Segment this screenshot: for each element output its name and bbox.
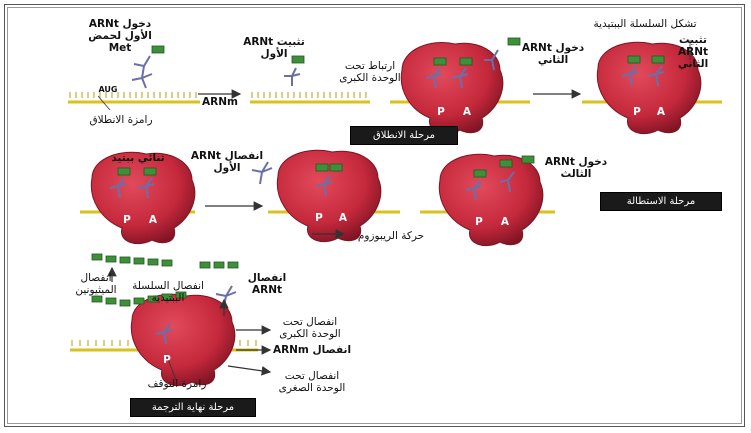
label-small-subunit-release: انفصال تحت الوحدة الصغرى — [278, 370, 346, 394]
label-arnm: ARNm — [202, 96, 238, 108]
site-a-6: A — [338, 212, 348, 224]
site-p-6: P — [315, 212, 323, 224]
site-a-3: A — [462, 106, 472, 118]
label-ribosome-movement: حركة الريبوزوم — [357, 230, 425, 242]
label-methionine-release: انفصال الميثيونين — [75, 272, 117, 296]
site-a-7: A — [500, 216, 510, 228]
label-trna-release: انفصال ARNt — [247, 272, 287, 296]
label-first-trna-fixing: تثبيت ARNt الأول — [243, 36, 305, 60]
site-p-4: P — [633, 106, 641, 118]
label-second-trna-entry: دخول ARNt الثاني — [521, 42, 585, 66]
label-start-codon: رامزة الانطلاق — [89, 114, 153, 126]
label-arnm-release: انفصال ARNm — [272, 344, 352, 356]
pointer-lines — [97, 40, 691, 381]
site-p-3: P — [437, 106, 445, 118]
site-p-7: P — [475, 216, 483, 228]
label-peptide-release: انفصال السلسلة الببتيدية — [132, 280, 204, 304]
label-third-trna-entry: دخول ARNt الثالث — [544, 156, 608, 180]
label-peptide-chain-formation: تشكل السلسلة الببتيدية — [593, 18, 697, 30]
ribosome-icon — [90, 41, 702, 386]
phase-elongation-badge: مرحلة الاستطالة — [600, 192, 722, 211]
site-a-4: A — [656, 106, 666, 118]
phase-termination-badge: مرحلة نهاية الترجمة — [130, 398, 256, 417]
outer-frame — [4, 4, 745, 427]
label-dipeptide: ثنائي ببتيد — [111, 152, 165, 164]
label-stop-codon: رامزة التوقف — [147, 378, 207, 390]
site-p-8: P — [163, 354, 171, 366]
site-a-5: A — [148, 214, 158, 226]
amino-acid-icons — [91, 37, 665, 307]
phase-initiation-badge: مرحلة الانطلاق — [350, 126, 458, 145]
inner-frame — [7, 7, 742, 424]
label-first-trna-entry: دخول ARNt الأول لحمض Met — [88, 18, 152, 54]
label-large-subunit-binding: ارتباط تحت الوحدة الكبرى — [339, 60, 401, 84]
label-large-subunit-release: انفصال تحت الوحدة الكبرى — [279, 316, 341, 340]
arrow-icon — [107, 89, 582, 376]
label-first-trna-release: انفصال ARNt الأول — [190, 150, 264, 174]
mrna-ticks — [69, 92, 367, 346]
site-p-5: P — [123, 214, 131, 226]
label-second-trna-fixing: تثبيت ARNt الثاني — [677, 34, 709, 70]
label-aug: AUG — [98, 85, 118, 94]
